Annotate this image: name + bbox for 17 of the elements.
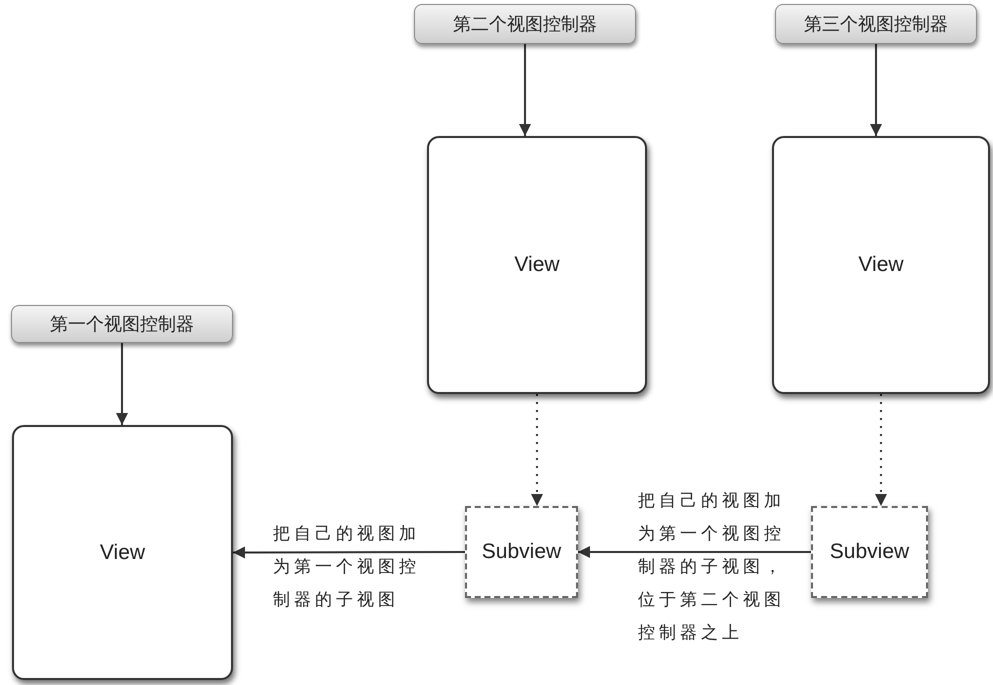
arrow [875, 394, 887, 506]
view-box: View [772, 136, 990, 394]
subview-box: Subview [811, 506, 928, 598]
view-box: View [12, 425, 233, 680]
subview-box: Subview [465, 506, 578, 598]
arrow [531, 394, 543, 506]
edge-label: 把自己的视图加为第一个视图控制器的子视图 [273, 523, 421, 612]
arrow [233, 546, 465, 558]
controller-label: 第二个视图控制器 [414, 4, 636, 44]
view-box: View [427, 136, 647, 394]
arrow [870, 44, 882, 136]
controller-label: 第三个视图控制器 [775, 4, 977, 44]
arrow [578, 546, 811, 558]
arrow [519, 44, 531, 136]
controller-label: 第一个视图控制器 [11, 305, 233, 343]
edge-label: 把自己的视图加为第一个视图控制器的子视图，位于第二个视图控制器之上 [638, 490, 786, 645]
arrow [116, 343, 128, 425]
